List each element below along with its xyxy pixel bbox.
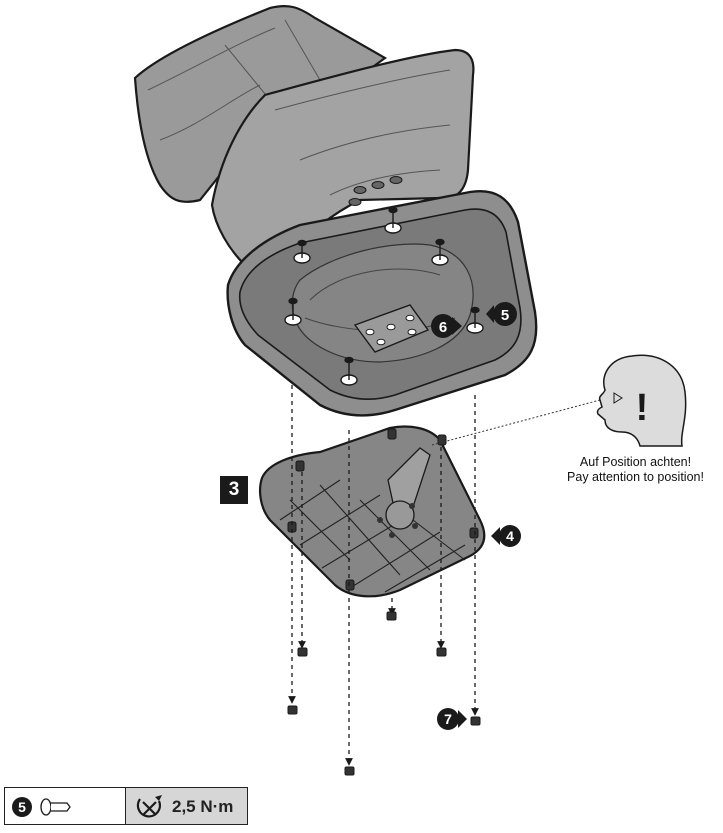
screw-icon [284, 297, 302, 326]
warning-line-en: Pay attention to position! [567, 470, 704, 484]
screw-icon [340, 356, 358, 386]
callout-4: 4 [491, 525, 521, 547]
screw-icon [293, 239, 311, 264]
torque-spec-table: 5 2,5 N·m [4, 787, 248, 825]
torque-value-cell: 2,5 N·m [126, 788, 247, 824]
screw-icon [431, 238, 449, 266]
warning-line-de: Auf Position achten! [579, 455, 692, 469]
screw-icon [466, 306, 484, 334]
attention-pointer [431, 399, 601, 446]
torque-wrench-icon [136, 795, 162, 818]
callout-7: 7 [437, 708, 467, 730]
step-number-badge: 3 [220, 476, 248, 504]
callout-6: 6 [431, 314, 462, 338]
torque-part-cell: 5 [5, 788, 126, 824]
mounting-plate [259, 425, 486, 598]
plate-studs [287, 428, 479, 591]
warning-exclamation: ! [636, 387, 649, 429]
svg-text:5: 5 [501, 307, 509, 324]
position-warning: Auf Position achten! Pay attention to po… [548, 455, 723, 485]
screw-icon [384, 206, 402, 234]
svg-text:7: 7 [444, 711, 452, 727]
inner-liner [210, 48, 475, 279]
base-screws [284, 206, 484, 386]
svg-text:6: 6 [439, 319, 447, 336]
callout-5: 5 [486, 302, 517, 326]
svg-text:4: 4 [506, 528, 514, 544]
warning-head-icon: ! [596, 354, 687, 447]
svg-text:5: 5 [18, 799, 26, 815]
torque-value: 2,5 N·m [172, 797, 234, 816]
screw-icon [40, 798, 71, 816]
part-number-badge: 5 [12, 797, 32, 817]
nuts [287, 611, 481, 776]
alignment-lines [288, 385, 479, 766]
